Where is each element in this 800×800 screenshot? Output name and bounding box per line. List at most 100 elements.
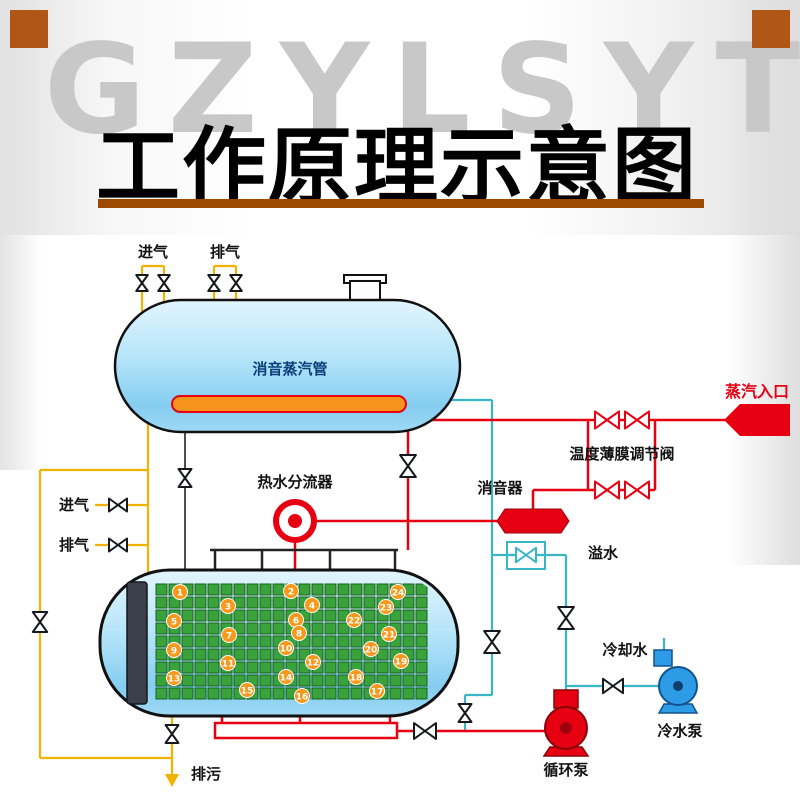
tube-number-badge: 8 bbox=[291, 625, 307, 641]
tube-number-badge: 13 bbox=[166, 670, 182, 686]
svg-text:16: 16 bbox=[296, 692, 309, 702]
tube-number-badge: 6 bbox=[288, 612, 304, 628]
valve-icon bbox=[624, 410, 650, 430]
muffler-icon bbox=[496, 508, 570, 534]
tube-number-badge: 1 bbox=[172, 584, 188, 600]
valve-icon bbox=[207, 274, 221, 292]
hot-water-header bbox=[213, 721, 399, 740]
svg-text:14: 14 bbox=[280, 673, 293, 683]
tube-number-badge: 23 bbox=[378, 599, 394, 615]
cold-water-pump-icon bbox=[653, 649, 699, 714]
hot-water-splitter-icon bbox=[273, 499, 317, 543]
perforated-steam-pipe bbox=[171, 395, 407, 413]
svg-text:8: 8 bbox=[296, 629, 302, 639]
tube-number-badge: 12 bbox=[305, 654, 321, 670]
label-muffler: 消音器 bbox=[477, 479, 523, 497]
title-underline bbox=[98, 199, 704, 208]
label-hot-water-splitter: 热水分流器 bbox=[257, 473, 333, 491]
tube-number-badge: 16 bbox=[294, 688, 310, 704]
svg-text:18: 18 bbox=[350, 673, 363, 683]
valve-icon bbox=[135, 274, 149, 292]
tube-number-badge: 19 bbox=[393, 653, 409, 669]
valve-icon bbox=[229, 274, 243, 292]
tube-number-badge: 24 bbox=[390, 584, 406, 600]
svg-text:2: 2 bbox=[288, 587, 294, 597]
label-circulation-pump: 循环泵 bbox=[543, 761, 588, 779]
valve-icon bbox=[624, 480, 650, 500]
tube-number-badge: 5 bbox=[166, 613, 182, 629]
valve-icon bbox=[457, 703, 473, 723]
background-gradient-left bbox=[0, 0, 42, 470]
valve-icon bbox=[602, 677, 624, 695]
valve-icon bbox=[177, 468, 193, 488]
valve-icon bbox=[413, 722, 437, 740]
svg-text:13: 13 bbox=[168, 674, 181, 684]
label-left-air-outlet: 排气 bbox=[59, 536, 89, 554]
tube-number-badge: 18 bbox=[348, 669, 364, 685]
valve-icon bbox=[399, 454, 417, 478]
svg-text:24: 24 bbox=[392, 588, 405, 598]
valve-icon bbox=[483, 630, 501, 654]
tube-number-badge: 11 bbox=[220, 655, 236, 671]
tube-number-badge: 15 bbox=[239, 682, 255, 698]
overflow-valve-box bbox=[506, 541, 546, 570]
valve-icon bbox=[557, 606, 575, 630]
svg-text:11: 11 bbox=[222, 659, 235, 669]
svg-text:23: 23 bbox=[380, 603, 393, 613]
svg-text:6: 6 bbox=[293, 616, 299, 626]
label-top-air-inlet: 进气 bbox=[138, 243, 168, 261]
tube-number-badge: 7 bbox=[221, 627, 237, 643]
svg-text:19: 19 bbox=[395, 657, 408, 667]
svg-text:5: 5 bbox=[171, 617, 177, 627]
tube-number-badge: 17 bbox=[369, 683, 385, 699]
svg-text:17: 17 bbox=[371, 687, 384, 697]
valve-icon bbox=[31, 611, 49, 633]
svg-text:4: 4 bbox=[309, 601, 315, 611]
label-left-air-inlet: 进气 bbox=[59, 496, 89, 514]
steam-inlet-arrow-icon bbox=[724, 404, 790, 436]
tube-number-badge: 21 bbox=[381, 626, 397, 642]
valve-icon bbox=[157, 274, 171, 292]
label-overflow: 溢水 bbox=[588, 544, 619, 562]
svg-text:12: 12 bbox=[307, 658, 320, 668]
tube-number-badge: 3 bbox=[220, 598, 236, 614]
tube-sheet bbox=[126, 581, 148, 705]
svg-text:22: 22 bbox=[348, 616, 361, 626]
corner-square-top-right bbox=[752, 10, 790, 48]
svg-text:20: 20 bbox=[365, 645, 378, 655]
valve-icon bbox=[164, 724, 180, 744]
tube-number-badge: 4 bbox=[304, 597, 320, 613]
valve-icon bbox=[594, 480, 620, 500]
svg-text:10: 10 bbox=[280, 644, 293, 654]
svg-text:21: 21 bbox=[383, 630, 396, 640]
upper-tank: 消音蒸汽管 bbox=[113, 274, 462, 434]
tube-number-badge: 9 bbox=[166, 642, 182, 658]
label-cold-water-pump: 冷水泵 bbox=[657, 722, 702, 740]
svg-text:7: 7 bbox=[226, 631, 232, 641]
label-top-air-outlet: 排气 bbox=[210, 243, 240, 261]
background-gradient-right bbox=[728, 0, 800, 565]
tube-number-badge: 10 bbox=[278, 640, 294, 656]
valve-icon bbox=[594, 410, 620, 430]
label-muffler-steam-pipe: 消音蒸汽管 bbox=[252, 360, 327, 378]
svg-text:9: 9 bbox=[171, 646, 177, 656]
valve-icon bbox=[515, 546, 537, 564]
background-gradient-top bbox=[0, 0, 800, 235]
tube-number-badge: 20 bbox=[363, 641, 379, 657]
corner-square-top-left bbox=[10, 10, 48, 48]
svg-text:3: 3 bbox=[225, 602, 231, 612]
svg-text:1: 1 bbox=[177, 588, 183, 598]
valve-icon bbox=[108, 537, 128, 553]
tube-number-badge: 14 bbox=[278, 669, 294, 685]
tube-number-badge: 22 bbox=[346, 612, 362, 628]
circulation-pump-icon bbox=[542, 689, 590, 757]
label-steam-inlet: 蒸汽入口 bbox=[725, 382, 789, 401]
tube-number-badge: 2 bbox=[283, 583, 299, 599]
svg-text:15: 15 bbox=[241, 686, 254, 696]
watermark-text: GZYLSYT bbox=[44, 18, 800, 162]
steam-header-frame bbox=[210, 548, 398, 572]
label-temp-regulating-valve: 温度薄膜调节阀 bbox=[569, 445, 674, 463]
valves bbox=[31, 274, 650, 744]
